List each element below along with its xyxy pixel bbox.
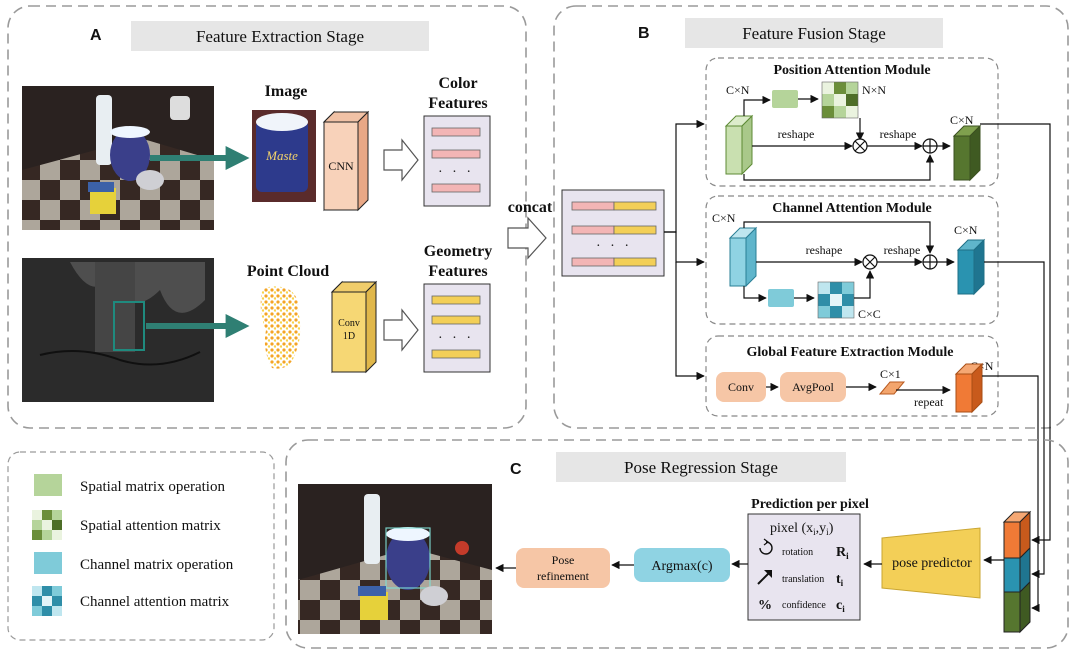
- legend-swatch-spatial-attention: [32, 510, 62, 540]
- gfem-title: Global Feature Extraction Module: [747, 345, 954, 360]
- geometry-features-box: · · ·: [423, 283, 491, 373]
- stage-c-title-bar: [556, 452, 846, 482]
- pam-nn: N×N: [862, 83, 886, 97]
- point-cloud-crop: [260, 286, 301, 369]
- svg-text:ti: ti: [836, 572, 844, 588]
- concatenated-features-box: · · ·: [561, 189, 665, 277]
- point-cloud-label: Point Cloud: [247, 263, 329, 280]
- stage-a-title-bar: [131, 21, 429, 51]
- pam-cn-right: C×N: [950, 113, 974, 127]
- to-color-features-arrow: [383, 138, 419, 182]
- confidence-icon: %: [758, 598, 772, 613]
- stage-c-letter: C: [510, 461, 522, 478]
- rgb-scene-photo: [22, 86, 214, 230]
- gfem-repeat-label: repeat: [914, 395, 944, 409]
- cnn-label: CNN: [328, 159, 354, 173]
- gfem-c1-vector: [878, 381, 906, 395]
- confidence-label: confidence: [782, 600, 826, 611]
- pose-refinement-line2: refinement: [537, 569, 590, 583]
- pam-spatial-matrix-operation: [772, 90, 798, 108]
- legend: Spatial matrix operation Spatial attenti…: [7, 451, 275, 641]
- image-crop: Maste: [252, 110, 316, 202]
- legend-label-1: Spatial matrix operation: [80, 479, 225, 495]
- position-attention-module: Position Attention Module C×N N×N reshap…: [705, 57, 999, 187]
- stage-b-title-bar: [685, 18, 943, 48]
- geometry-features-line2: Features: [428, 263, 487, 280]
- gfem-output-connector: [982, 375, 1040, 613]
- legend-swatch-spatial-op: [34, 474, 62, 496]
- argmax-block[interactable]: [634, 548, 730, 582]
- color-features-line2: Features: [428, 95, 487, 112]
- pam-title: Position Attention Module: [773, 63, 930, 78]
- stage-a-feature-extraction: A Feature Extraction Stage Image: [7, 5, 527, 429]
- svg-text:· · ·: · · ·: [438, 331, 474, 346]
- stage-a-title: Feature Extraction Stage: [196, 27, 364, 46]
- prediction-per-pixel-title: Prediction per pixel: [751, 497, 869, 512]
- pam-cn-left: C×N: [726, 83, 750, 97]
- conv1d-block[interactable]: Conv 1D: [330, 280, 378, 374]
- cnn-block[interactable]: CNN: [322, 110, 370, 212]
- pose-predictor-block[interactable]: [881, 527, 981, 599]
- cam-cn-left: C×N: [712, 211, 736, 225]
- gfem-conv-block[interactable]: [716, 372, 766, 402]
- pose-refinement-line1: Pose: [552, 553, 575, 567]
- cam-reshape-2: reshape: [884, 243, 921, 257]
- rotation-icon: [759, 538, 773, 555]
- cam-cc: C×C: [858, 307, 881, 321]
- prediction-per-pixel-box: pixel (xi,yi) rotation Ri translation ti…: [747, 513, 861, 621]
- concat-arrow: [507, 216, 547, 260]
- svg-text:Ri: Ri: [836, 545, 849, 561]
- cam-reshape-1: reshape: [806, 243, 843, 257]
- stage-b-letter: B: [638, 25, 650, 42]
- pam-reshape-1: reshape: [778, 127, 815, 141]
- cam-channel-matrix-operation: [768, 289, 794, 307]
- translation-label: translation: [782, 574, 824, 585]
- color-features-line1: Color: [438, 75, 477, 92]
- gfem-avgpool-block[interactable]: [780, 372, 846, 402]
- gfem-c1-label: C×1: [880, 367, 901, 381]
- pose-result-photo: [298, 484, 492, 634]
- image-label: Image: [265, 83, 308, 100]
- fused-feature-stack: [1002, 510, 1032, 634]
- geometry-features-line1: Geometry: [424, 243, 492, 260]
- pam-output-connector: [980, 123, 1051, 545]
- gfem-conv-label: Conv: [728, 380, 754, 394]
- svg-text:Maste: Maste: [265, 148, 298, 163]
- pam-reshape-2: reshape: [880, 127, 917, 141]
- cam-channel-attention-matrix: [817, 281, 855, 319]
- to-geometry-features-arrow: [383, 308, 419, 352]
- concat-label: concat: [508, 199, 553, 216]
- pose-refinement-block[interactable]: [516, 548, 610, 588]
- global-feature-extraction-module: Global Feature Extraction Module Conv Av…: [705, 335, 999, 417]
- stage-c-pose-regression: C Pose Regression Stage pose predictor P…: [285, 439, 1069, 649]
- translation-icon: [757, 570, 772, 585]
- legend-swatch-channel-attention: [32, 586, 62, 616]
- legend-label-3: Channel matrix operation: [80, 557, 234, 573]
- argmax-label: Argmax(c): [651, 559, 712, 574]
- gfem-avgpool-label: AvgPool: [792, 380, 834, 394]
- svg-text:ci: ci: [836, 598, 845, 614]
- cam-cn-right: C×N: [954, 223, 978, 237]
- channel-attention-module: Channel Attention Module C×N reshape res…: [705, 195, 999, 325]
- svg-text:· · ·: · · ·: [438, 165, 474, 180]
- stage-a-letter: A: [90, 27, 102, 44]
- stage-c-title: Pose Regression Stage: [624, 458, 778, 477]
- stage-b-title: Feature Fusion Stage: [742, 24, 886, 43]
- depth-map-photo: [22, 258, 214, 402]
- pam-spatial-attention-matrix: [821, 81, 859, 119]
- color-features-box: · · ·: [423, 115, 491, 207]
- pose-predictor-label: pose predictor: [892, 556, 972, 571]
- legend-label-2: Spatial attention matrix: [80, 518, 221, 534]
- svg-text:· · ·: · · ·: [596, 239, 632, 254]
- legend-label-4: Channel attention matrix: [80, 594, 230, 610]
- rotation-label: rotation: [782, 547, 813, 558]
- svg-text:pixel (xi,yi): pixel (xi,yi): [770, 521, 834, 537]
- legend-swatch-channel-op: [34, 552, 62, 574]
- cam-title: Channel Attention Module: [772, 201, 931, 216]
- stage-b-feature-fusion: B Feature Fusion Stage Position Attentio…: [553, 5, 1069, 429]
- conv1d-label-line1: Conv: [338, 318, 360, 329]
- conv1d-label-line2: 1D: [343, 331, 355, 342]
